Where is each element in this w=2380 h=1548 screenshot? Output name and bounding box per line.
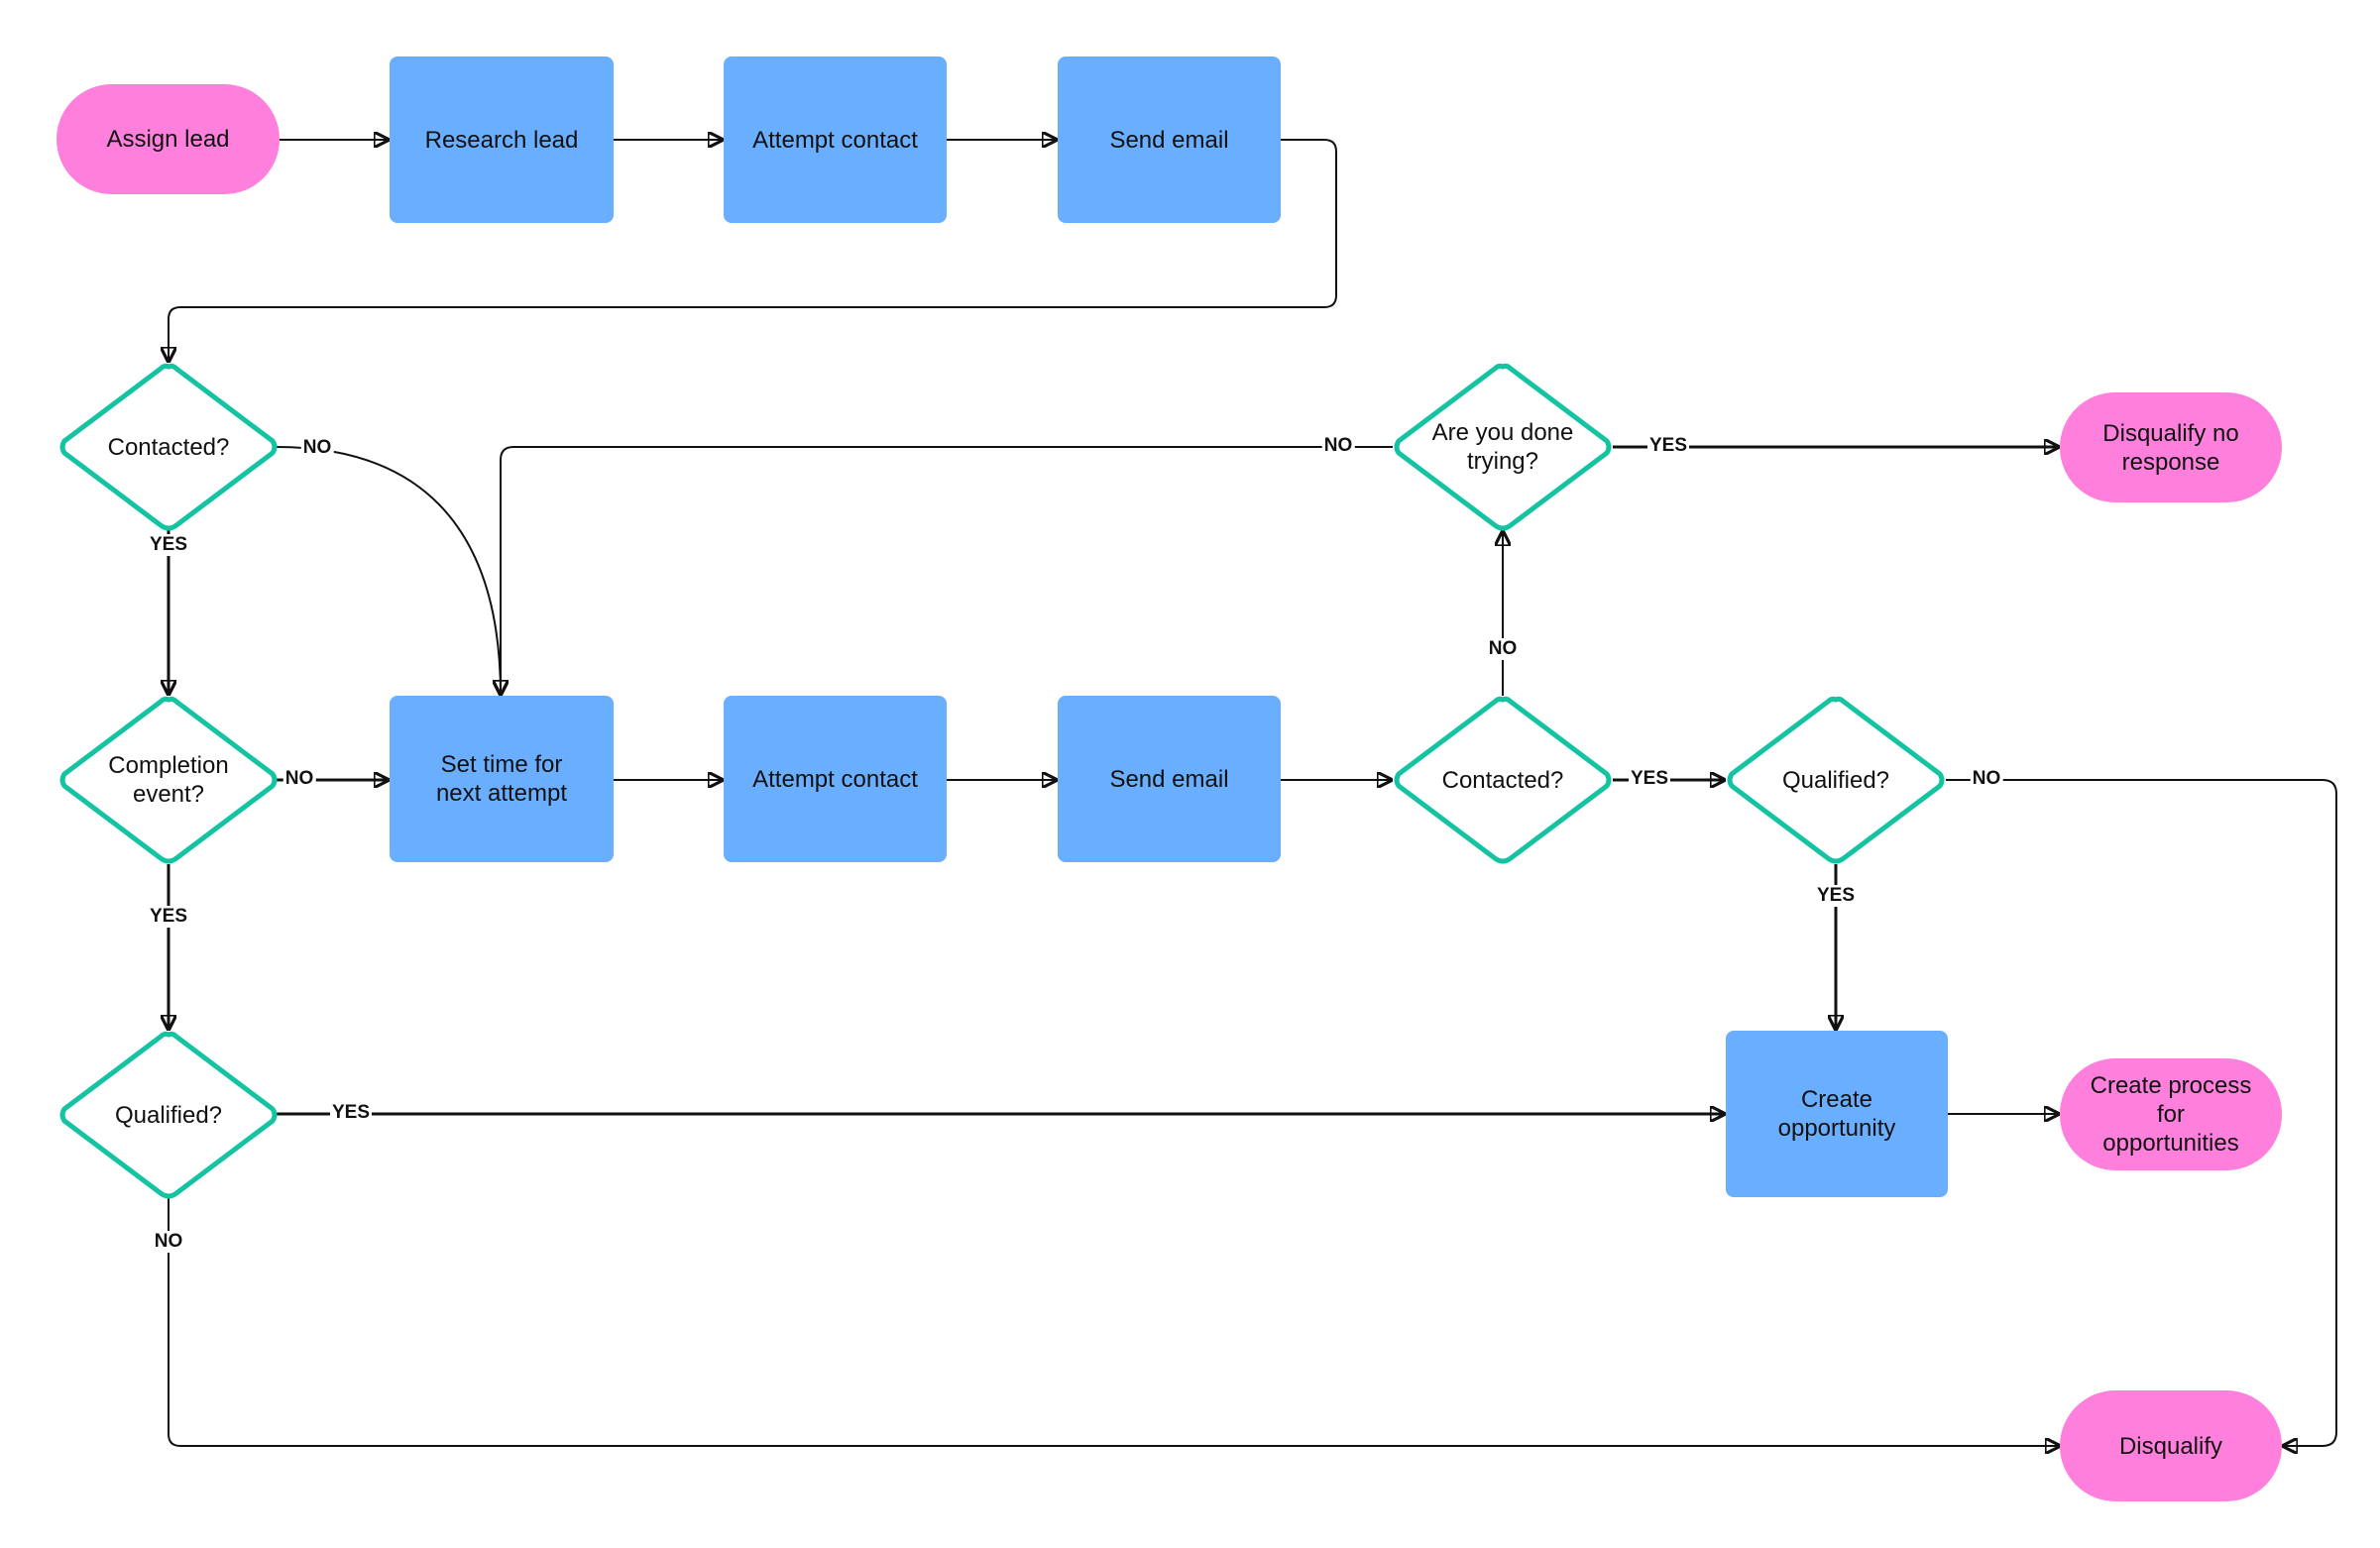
contacted-decision-1: Contacted?	[57, 363, 281, 531]
edge-label-qualified2-no: NO	[1970, 768, 2003, 790]
completion-event-decision: Completion event?	[57, 696, 281, 864]
send-email-box-2: Send email	[1058, 696, 1281, 862]
edge-done-no	[501, 446, 1393, 696]
contacted-decision-2: Contacted?	[1391, 696, 1615, 864]
diamond-shape	[59, 1031, 278, 1199]
diamond-shape	[1394, 363, 1612, 531]
edge-label-completion-no: NO	[283, 768, 316, 790]
qualified-label-2: Qualified?	[1781, 766, 1890, 794]
edge-label-contacted1-no: NO	[300, 437, 334, 459]
contacted-label-1: Contacted?	[107, 433, 230, 461]
research-lead-box: Research lead	[390, 56, 614, 223]
attempt-contact-label-2: Attempt contact	[752, 765, 918, 793]
diamond-shape	[1727, 696, 1945, 864]
are-you-done-label: Are you done trying?	[1431, 419, 1574, 475]
edge-label-qualified1-yes: YES	[329, 1102, 373, 1124]
contacted-label-2: Contacted?	[1441, 766, 1564, 794]
create-opportunity-label: Create opportunity	[1777, 1086, 1896, 1142]
edge-send1-contacted1	[169, 139, 1337, 363]
edge-label-contacted2-yes: YES	[1628, 768, 1671, 790]
edge-label-qualified1-no: NO	[152, 1231, 185, 1253]
create-opportunity-box: Create opportunity	[1726, 1031, 1948, 1197]
assign-lead-terminal: Assign lead	[57, 84, 280, 194]
edge-label-contacted2-no: NO	[1486, 638, 1520, 660]
qualified-decision-2: Qualified?	[1724, 696, 1948, 864]
attempt-contact-box-2: Attempt contact	[724, 696, 947, 862]
send-email-box-1: Send email	[1058, 56, 1281, 223]
create-process-terminal: Create process for opportunities	[2060, 1058, 2282, 1170]
create-process-label: Create process for opportunities	[2090, 1072, 2252, 1157]
send-email-label-2: Send email	[1109, 765, 1229, 793]
disqualify-no-response-terminal: Disqualify no response	[2060, 392, 2282, 502]
edge-label-done-yes: YES	[1646, 435, 1690, 457]
disqualify-no-response-label: Disqualify no response	[2102, 419, 2239, 476]
diamond-shape	[59, 696, 278, 864]
set-time-label: Set time for next attempt	[435, 751, 568, 807]
edge-label-qualified2-yes: YES	[1814, 885, 1858, 907]
diamond-shape	[59, 363, 278, 531]
set-time-box: Set time for next attempt	[390, 696, 614, 862]
edge-label-done-no: NO	[1321, 435, 1355, 457]
assign-lead-label: Assign lead	[106, 126, 230, 153]
disqualify-terminal: Disqualify	[2060, 1390, 2282, 1501]
attempt-contact-box-1: Attempt contact	[724, 56, 947, 223]
edge-contacted1-no	[276, 446, 501, 696]
edge-qualified2-no	[1946, 779, 2337, 1446]
diamond-shape	[1394, 696, 1612, 864]
edge-label-completion-yes: YES	[147, 906, 190, 928]
qualified-decision-1: Qualified?	[57, 1031, 281, 1199]
disqualify-label: Disqualify	[2118, 1432, 2223, 1460]
send-email-label-1: Send email	[1109, 126, 1229, 154]
are-you-done-decision: Are you done trying?	[1391, 363, 1615, 531]
qualified-label-1: Qualified?	[114, 1101, 223, 1129]
edge-qualified1-no	[168, 1198, 2061, 1446]
attempt-contact-label-1: Attempt contact	[752, 126, 918, 154]
edge-label-contacted1-yes: YES	[147, 534, 190, 556]
completion-event-label: Completion event?	[108, 752, 229, 808]
research-lead-label: Research lead	[424, 126, 579, 154]
